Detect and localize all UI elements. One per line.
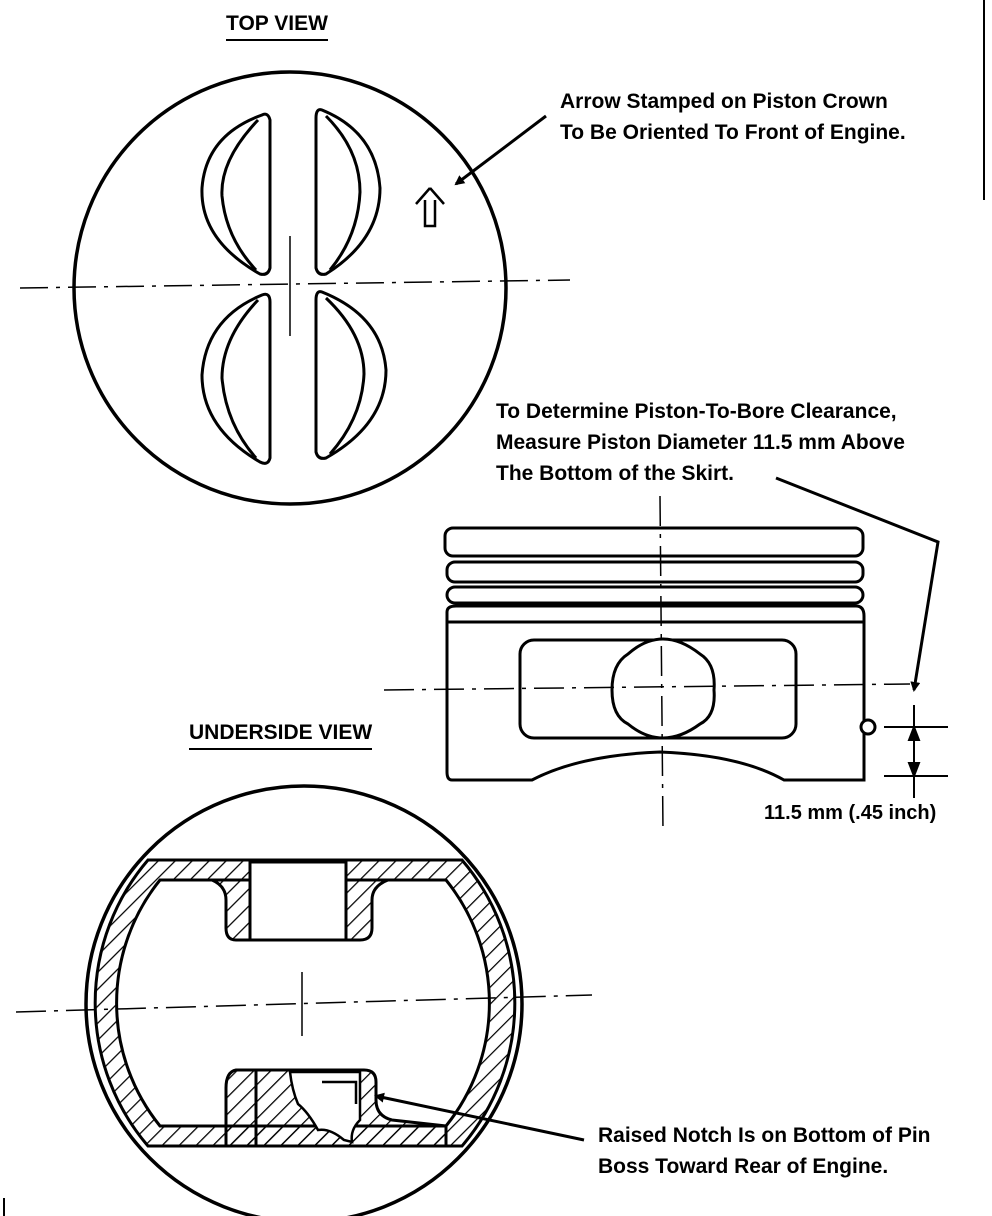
top-view-horizontal-centerline bbox=[19, 279, 571, 289]
underside-view-heading-text: UNDERSIDE VIEW bbox=[189, 721, 373, 744]
dimension-label: 11.5 mm (.45 inch) bbox=[764, 798, 936, 829]
ring-land-2 bbox=[445, 560, 865, 584]
top-view-underline bbox=[226, 39, 328, 41]
callout-raised-notch-line-2: Boss Toward Rear of Engine. bbox=[598, 1155, 889, 1178]
stamped-arrow-icon bbox=[415, 187, 445, 228]
valve-pocket-lower-right bbox=[314, 290, 388, 460]
top-view-heading: TOP VIEW bbox=[226, 12, 328, 41]
side-view-horizontal-centerline bbox=[383, 683, 911, 691]
raised-notch-break bbox=[288, 1070, 362, 1144]
callout-arrow-crown: Arrow Stamped on Piston Crown To Be Orie… bbox=[560, 86, 906, 148]
underside-horizontal-centerline bbox=[15, 994, 593, 1013]
callout-bore-clearance: To Determine Piston-To-Bore Clearance, M… bbox=[496, 396, 905, 489]
leader-arrow-crown bbox=[454, 114, 547, 186]
underside-view-piston bbox=[15, 784, 593, 1216]
valve-pocket-lower-left bbox=[200, 292, 272, 465]
dimension-marker bbox=[884, 705, 948, 798]
callout-bore-clearance-line-3: The Bottom of the Skirt. bbox=[496, 462, 734, 485]
underside-view-underline bbox=[189, 748, 373, 750]
piston-pin-boss bbox=[610, 637, 716, 740]
callout-raised-notch: Raised Notch Is on Bottom of Pin Boss To… bbox=[598, 1120, 931, 1182]
callout-arrow-crown-line-2: To Be Oriented To Front of Engine. bbox=[560, 121, 906, 144]
top-view-piston bbox=[19, 70, 571, 506]
skirt-measure-point bbox=[859, 718, 877, 736]
callout-arrow-crown-line-1: Arrow Stamped on Piston Crown bbox=[560, 90, 888, 113]
top-view-heading-text: TOP VIEW bbox=[226, 12, 328, 35]
ring-land-1 bbox=[443, 526, 865, 558]
valve-pocket-upper-right bbox=[314, 108, 382, 276]
callout-raised-notch-line-1: Raised Notch Is on Bottom of Pin bbox=[598, 1124, 931, 1147]
leader-raised-notch bbox=[374, 1092, 585, 1142]
lower-pin-boss bbox=[224, 1068, 258, 1148]
upper-pin-bore bbox=[248, 860, 348, 942]
underside-view-heading: UNDERSIDE VIEW bbox=[189, 721, 373, 750]
upper-pin-boss bbox=[211, 878, 252, 942]
ring-land-3 bbox=[445, 585, 865, 605]
leader-bore-clearance bbox=[775, 476, 940, 692]
callout-bore-clearance-line-2: Measure Piston Diameter 11.5 mm Above bbox=[496, 431, 905, 454]
piston-side-view bbox=[443, 526, 877, 782]
callout-bore-clearance-line-1: To Determine Piston-To-Bore Clearance, bbox=[496, 400, 897, 423]
valve-pocket-upper-left bbox=[200, 112, 272, 276]
raised-notch-icon bbox=[322, 1080, 358, 1104]
dimension-label-text: 11.5 mm (.45 inch) bbox=[764, 802, 937, 824]
underside-outer-circle bbox=[84, 784, 524, 1216]
side-view-vertical-centerline bbox=[659, 495, 664, 833]
